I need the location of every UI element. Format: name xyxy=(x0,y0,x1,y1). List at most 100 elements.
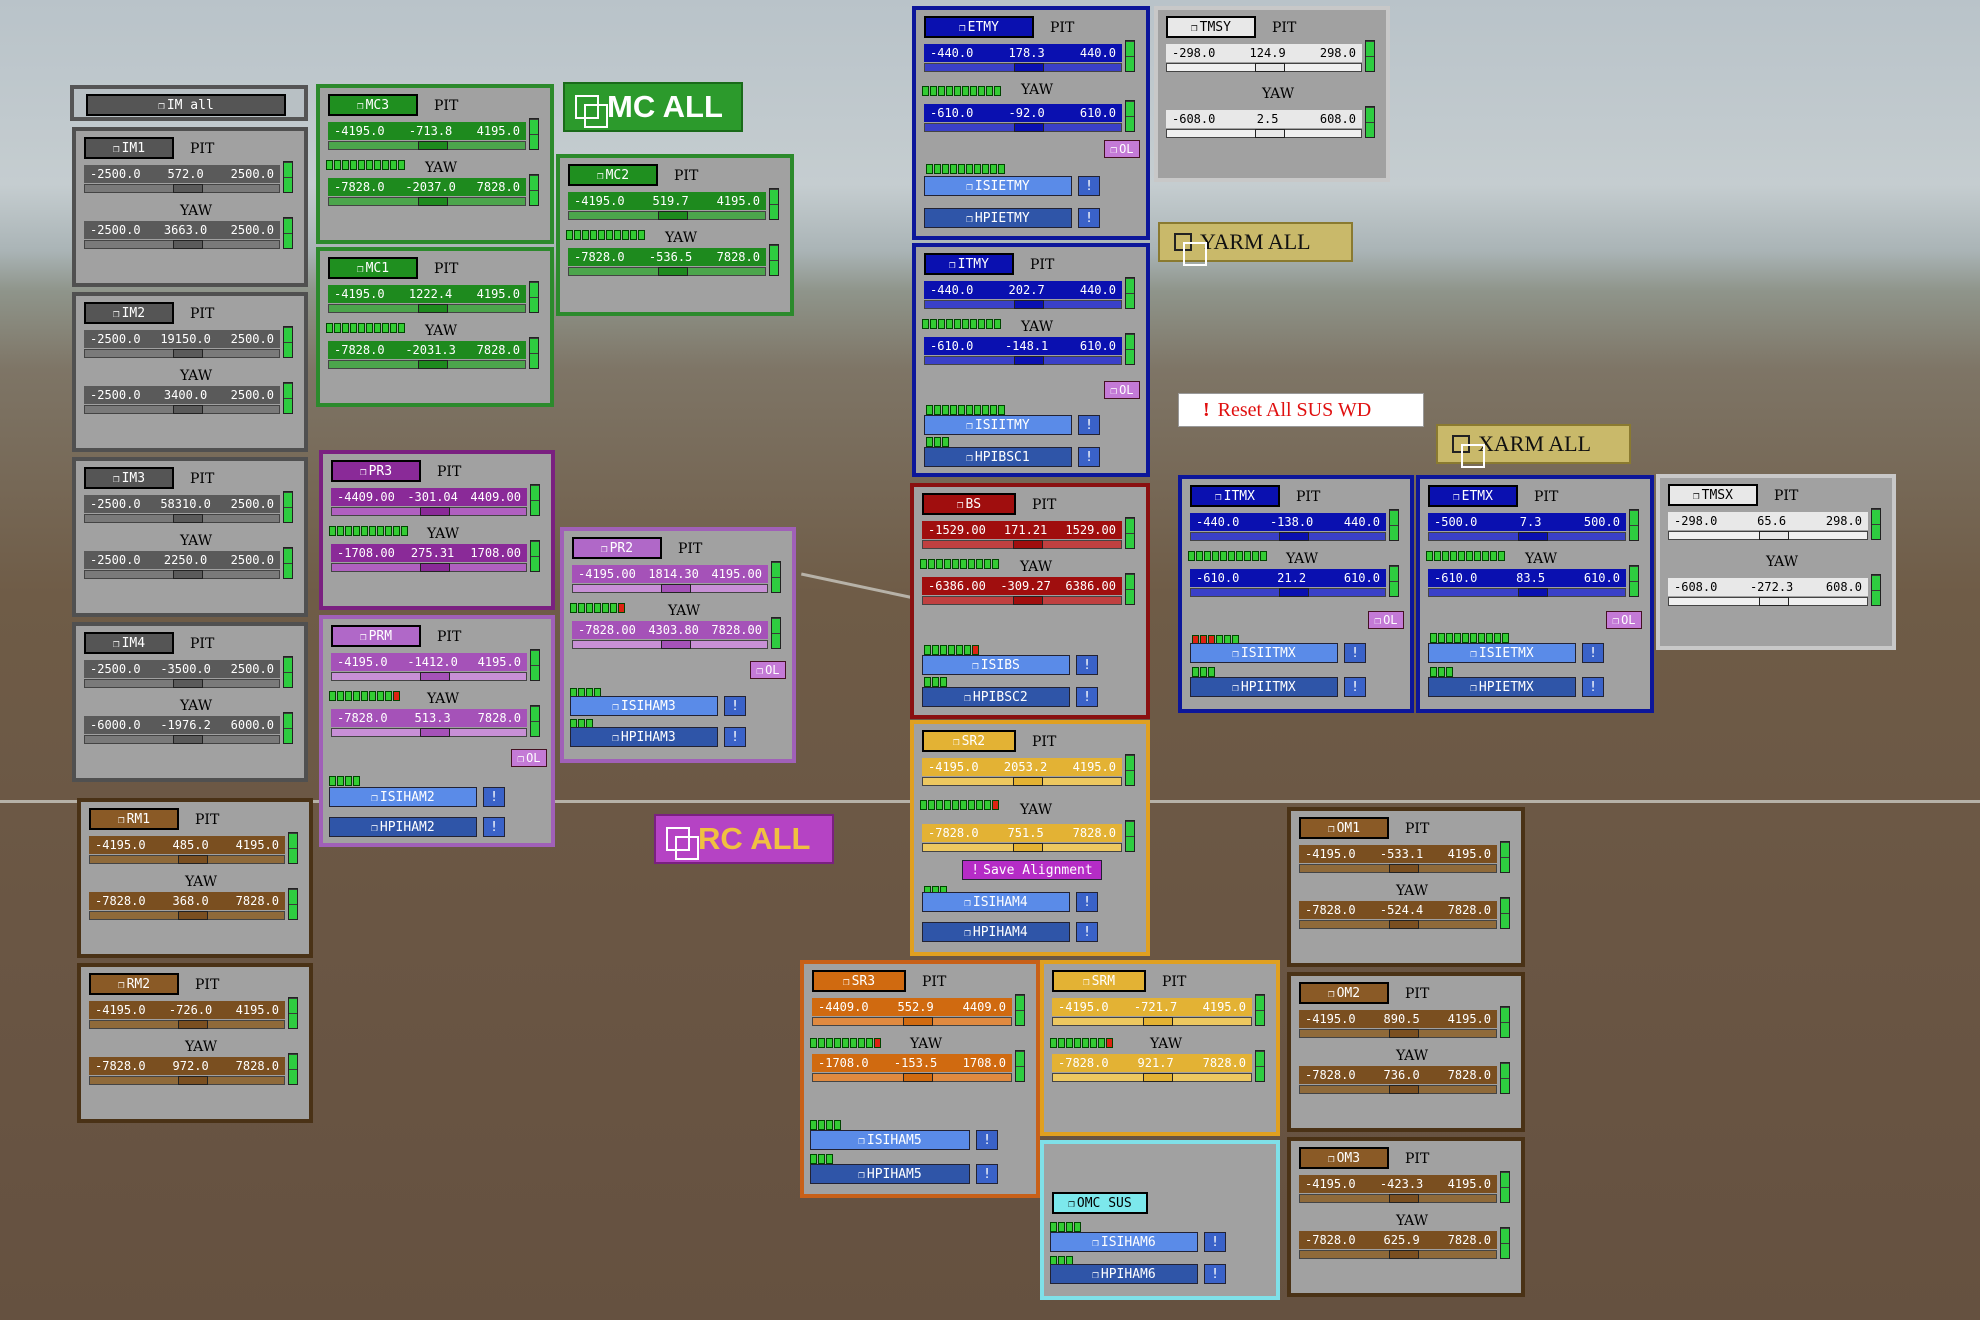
p-slider[interactable] xyxy=(1668,531,1868,540)
slider-thumb[interactable] xyxy=(1279,532,1310,541)
isiham5-button[interactable]: ❐ISIHAM5 xyxy=(810,1130,970,1150)
hpietmy-button-alert-button[interactable]: ! xyxy=(1078,208,1100,228)
p-slider[interactable] xyxy=(84,184,280,193)
im1-open-button[interactable]: ❐IM1 xyxy=(84,137,174,159)
y-slider[interactable] xyxy=(1299,1085,1497,1094)
hpiham3-button-alert-button[interactable]: ! xyxy=(724,727,746,747)
tmsx-open-button[interactable]: ❐TMSX xyxy=(1668,484,1758,506)
isiham3-button-alert-button[interactable]: ! xyxy=(724,696,746,716)
slider-thumb[interactable] xyxy=(903,1017,933,1026)
pr3-open-button[interactable]: ❐PR3 xyxy=(331,460,421,482)
slider-thumb[interactable] xyxy=(1389,1029,1420,1038)
bs-open-button[interactable]: ❐BS xyxy=(922,493,1016,515)
slider-thumb[interactable] xyxy=(1389,1194,1420,1203)
isiitmx-button[interactable]: ❐ISIITMX xyxy=(1190,643,1338,663)
y-slider[interactable] xyxy=(84,735,280,744)
sr2-open-button[interactable]: ❐SR2 xyxy=(922,730,1016,752)
mc-all-button[interactable]: MC ALL xyxy=(563,82,743,132)
slider-thumb[interactable] xyxy=(420,672,451,681)
slider-thumb[interactable] xyxy=(1759,597,1789,606)
p-slider[interactable] xyxy=(331,672,527,681)
y-slider[interactable] xyxy=(1428,588,1626,597)
slider-thumb[interactable] xyxy=(178,1076,209,1085)
y-slider[interactable] xyxy=(924,123,1122,132)
hpiham5-button[interactable]: ❐HPIHAM5 xyxy=(810,1164,970,1184)
rc-all-button[interactable]: RC ALL xyxy=(654,814,834,864)
slider-thumb[interactable] xyxy=(1255,63,1286,72)
ol-button[interactable]: ❐OL xyxy=(750,661,786,679)
ol-button[interactable]: ❐OL xyxy=(1368,611,1404,629)
y-slider[interactable] xyxy=(922,596,1122,605)
p-slider[interactable] xyxy=(924,63,1122,72)
p-slider[interactable] xyxy=(1299,864,1497,873)
xarm-all-button[interactable]: XARM ALL xyxy=(1436,424,1631,468)
isiitmy-button-alert-button[interactable]: ! xyxy=(1078,415,1100,435)
hpiham4-button[interactable]: ❐HPIHAM4 xyxy=(922,922,1070,942)
hpietmx-button-alert-button[interactable]: ! xyxy=(1582,677,1604,697)
slider-thumb[interactable] xyxy=(418,141,449,150)
slider-thumb[interactable] xyxy=(418,360,449,369)
slider-thumb[interactable] xyxy=(1014,300,1045,309)
om2-open-button[interactable]: ❐OM2 xyxy=(1299,982,1389,1004)
yarm-all-button[interactable]: YARM ALL xyxy=(1158,222,1353,266)
p-slider[interactable] xyxy=(1299,1194,1497,1203)
slider-thumb[interactable] xyxy=(1013,596,1043,605)
isiham2-button[interactable]: ❐ISIHAM2 xyxy=(329,787,477,807)
p-slider[interactable] xyxy=(924,300,1122,309)
hpiham6-button-alert-button[interactable]: ! xyxy=(1204,1264,1226,1284)
p-slider[interactable] xyxy=(1190,532,1386,541)
p-slider[interactable] xyxy=(1428,532,1626,541)
reset-all-sus-wd-button[interactable]: !Reset All SUS WD xyxy=(1178,393,1424,427)
y-slider[interactable] xyxy=(922,843,1122,852)
isietmy-button-alert-button[interactable]: ! xyxy=(1078,176,1100,196)
slider-thumb[interactable] xyxy=(173,735,204,744)
rm1-open-button[interactable]: ❐RM1 xyxy=(89,808,179,830)
slider-thumb[interactable] xyxy=(1255,129,1286,138)
slider-thumb[interactable] xyxy=(173,349,204,358)
mc2-open-button[interactable]: ❐MC2 xyxy=(568,164,658,186)
p-slider[interactable] xyxy=(89,1020,285,1029)
im2-open-button[interactable]: ❐IM2 xyxy=(84,302,174,324)
im-all-button[interactable]: ❐IM all xyxy=(86,94,286,116)
hpibsc2-button[interactable]: ❐HPIBSC2 xyxy=(922,687,1070,707)
hpiham5-button-alert-button[interactable]: ! xyxy=(976,1164,998,1184)
y-slider[interactable] xyxy=(84,405,280,414)
om3-open-button[interactable]: ❐OM3 xyxy=(1299,1147,1389,1169)
slider-thumb[interactable] xyxy=(1759,531,1789,540)
y-slider[interactable] xyxy=(331,563,527,572)
slider-thumb[interactable] xyxy=(420,728,451,737)
hpibsc1-button[interactable]: ❐HPIBSC1 xyxy=(924,447,1072,467)
etmy-open-button[interactable]: ❐ETMY xyxy=(924,16,1034,38)
slider-thumb[interactable] xyxy=(1389,864,1420,873)
pr2-open-button[interactable]: ❐PR2 xyxy=(572,537,662,559)
slider-thumb[interactable] xyxy=(661,640,692,649)
y-slider[interactable] xyxy=(1299,920,1497,929)
slider-thumb[interactable] xyxy=(661,584,692,593)
isiham4-button-alert-button[interactable]: ! xyxy=(1076,892,1098,912)
slider-thumb[interactable] xyxy=(1143,1073,1173,1082)
etmx-open-button[interactable]: ❐ETMX xyxy=(1428,485,1518,507)
hpiham2-button[interactable]: ❐HPIHAM2 xyxy=(329,817,477,837)
itmy-open-button[interactable]: ❐ITMY xyxy=(924,253,1014,275)
p-slider[interactable] xyxy=(84,679,280,688)
hpiham6-button[interactable]: ❐HPIHAM6 xyxy=(1050,1264,1198,1284)
slider-thumb[interactable] xyxy=(420,507,451,516)
y-slider[interactable] xyxy=(1299,1250,1497,1259)
isibs-button-alert-button[interactable]: ! xyxy=(1076,655,1098,675)
p-slider[interactable] xyxy=(572,584,768,593)
mc3-open-button[interactable]: ❐MC3 xyxy=(328,94,418,116)
y-slider[interactable] xyxy=(572,640,768,649)
hpiham3-button[interactable]: ❐HPIHAM3 xyxy=(570,727,718,747)
isiham3-button[interactable]: ❐ISIHAM3 xyxy=(570,696,718,716)
slider-thumb[interactable] xyxy=(1014,63,1045,72)
p-slider[interactable] xyxy=(922,540,1122,549)
slider-thumb[interactable] xyxy=(1014,356,1045,365)
y-slider[interactable] xyxy=(84,240,280,249)
ol-button[interactable]: ❐OL xyxy=(1104,140,1140,158)
slider-thumb[interactable] xyxy=(173,514,204,523)
ol-button[interactable]: ❐OL xyxy=(1606,611,1642,629)
p-slider[interactable] xyxy=(922,777,1122,786)
slider-thumb[interactable] xyxy=(1518,532,1549,541)
slider-thumb[interactable] xyxy=(903,1073,933,1082)
slider-thumb[interactable] xyxy=(1518,588,1549,597)
